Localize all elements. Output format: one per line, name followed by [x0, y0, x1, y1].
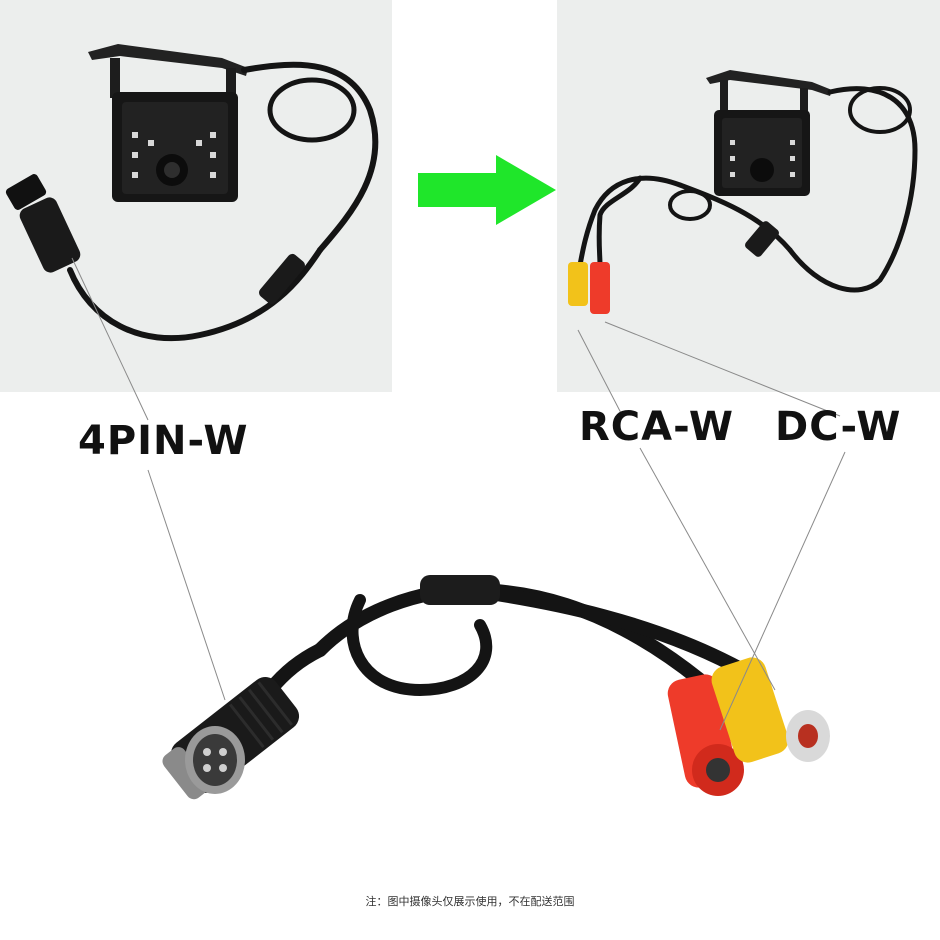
label-dc-w: DC-W: [775, 404, 902, 450]
connector-4pin-left: [5, 174, 305, 305]
product-4pin-face: [185, 726, 245, 794]
footnote: 注：图中摄像头仅展示使用，不在配送范围: [365, 895, 575, 908]
label-4pin-w: 4PIN-W: [78, 418, 249, 464]
product-splitter: [420, 575, 500, 605]
camera-right: [706, 70, 832, 196]
adapter-plugs-right: [568, 221, 779, 314]
product-rca-plug: [711, 657, 830, 763]
right-arrow-icon: [418, 155, 556, 225]
cable-right: [577, 86, 918, 293]
camera-left: [88, 44, 248, 202]
label-rca-w: RCA-W: [579, 404, 735, 450]
callout-lines: [71, 257, 846, 731]
product-cable: [263, 582, 767, 697]
